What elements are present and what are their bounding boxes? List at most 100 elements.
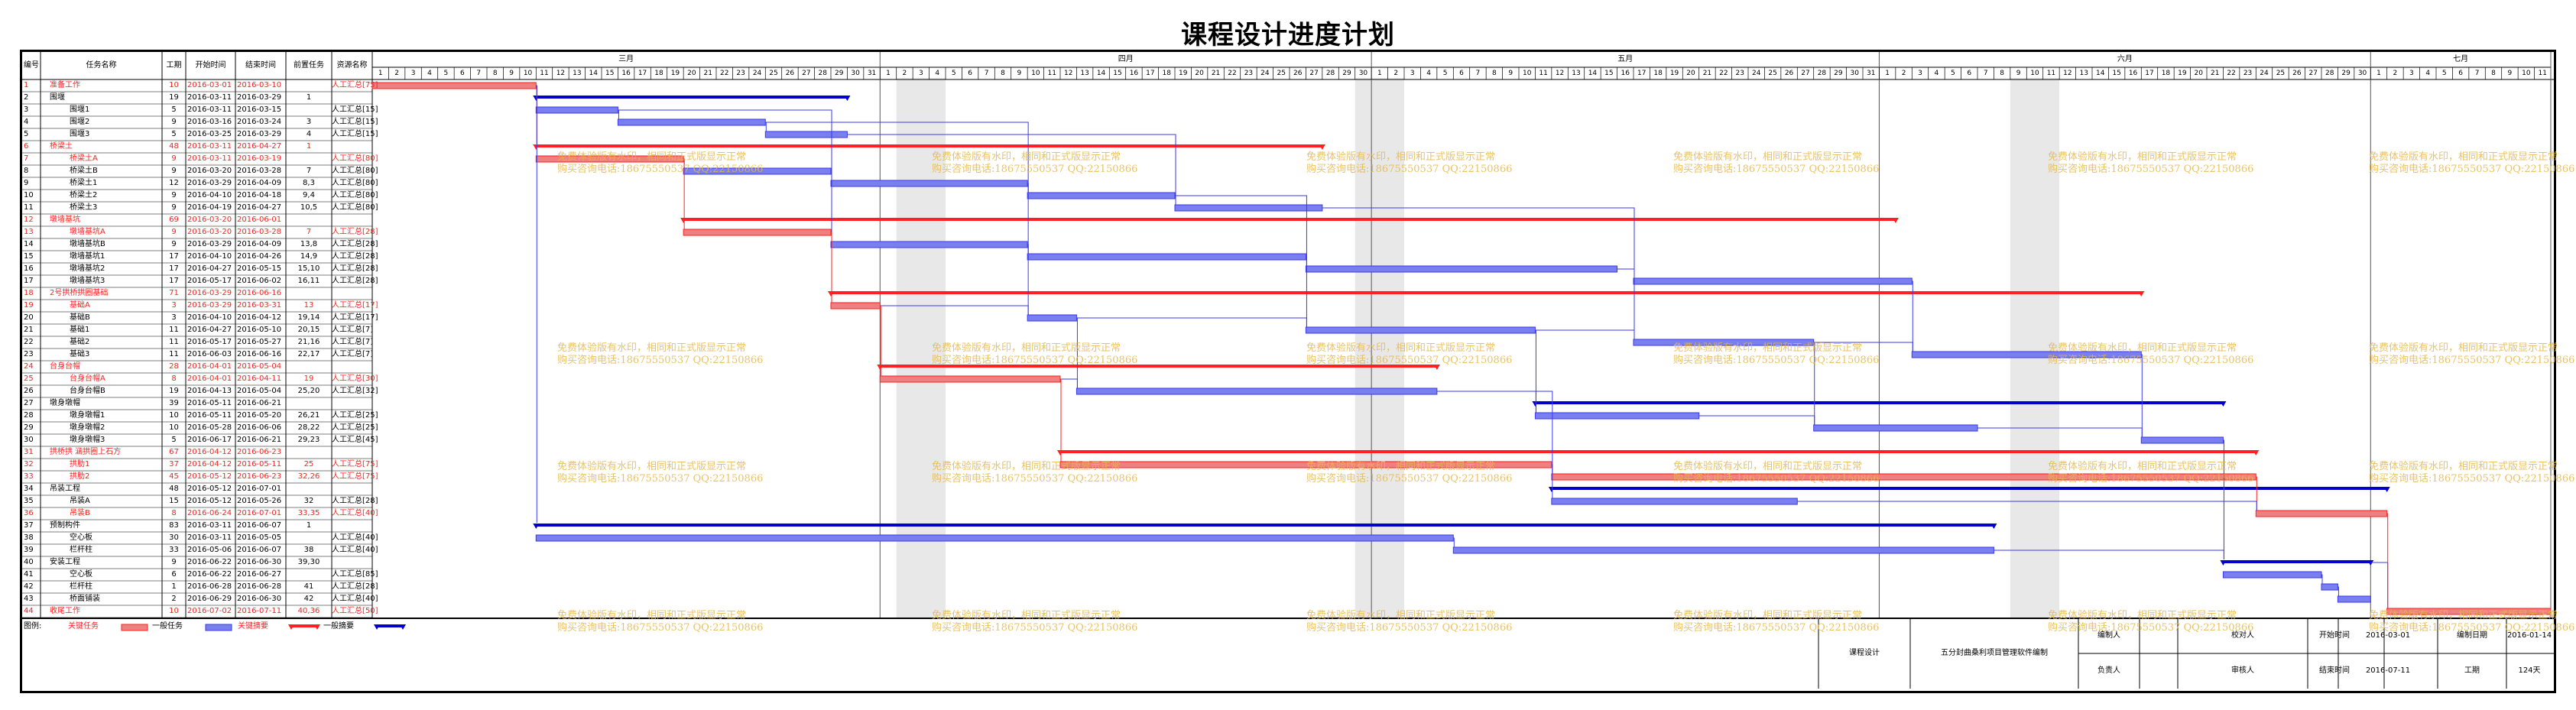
day-number: 20: [1686, 70, 1695, 77]
day-number: 9: [1508, 70, 1513, 77]
day-number: 30: [1850, 70, 1859, 77]
owner-label: 负责人: [2097, 666, 2120, 675]
table-cell-res: 人工汇总[28]: [332, 497, 378, 505]
day-number: 1: [886, 70, 891, 77]
gantt-bar-36: [2255, 510, 2388, 517]
table-cell-dur: 10: [169, 81, 179, 89]
table-cell-res: [332, 287, 372, 300]
table-cell-start: 2016-04-27: [187, 264, 232, 273]
legend-swatch: [121, 624, 148, 631]
table-cell-start: 2016-03-11: [187, 142, 232, 151]
table-cell-id: 35: [24, 497, 34, 505]
gantt-bar-38: [535, 534, 1454, 542]
day-number: 14: [589, 70, 598, 77]
summary-bar-18: [831, 291, 2142, 294]
gantt-bar-5: [764, 131, 848, 138]
table-cell-dur: 67: [169, 448, 179, 456]
table-cell-dur: 17: [169, 252, 179, 261]
watermark: 免费体验版有水印，相同和正式版显示正常购买咨询电话:18675550537 QQ…: [557, 610, 763, 634]
legend-swatch-cap: [374, 624, 380, 630]
dependency-link: [1453, 537, 1455, 547]
table-cell-end: 2016-04-27: [237, 142, 282, 151]
table-cell-start: 2016-04-19: [187, 203, 232, 212]
table-cell-end: 2016-07-11: [237, 607, 282, 615]
table-cell-dur: 5: [171, 105, 177, 114]
watermark: 免费体验版有水印，相同和正式版显示正常购买咨询电话:18675550537 QQ…: [1673, 610, 1879, 634]
table-cell-start: 2016-05-12: [187, 485, 232, 493]
table-cell-end: 2016-03-15: [237, 105, 282, 114]
table-cell-res: 人工汇总[75]: [332, 81, 378, 89]
day-number: 8: [1491, 70, 1497, 77]
legend-title: 图例:: [24, 622, 42, 631]
table-cell-end: 2016-06-30: [237, 595, 282, 603]
table-cell-start: 2016-03-11: [187, 521, 232, 530]
watermark-line1: 免费体验版有水印，相同和正式版显示正常: [932, 151, 1121, 163]
legend-swatch: [377, 624, 403, 627]
summary-cap-left: [877, 365, 884, 370]
watermark-line2: 购买咨询电话:18675550537 QQ:22150866: [557, 164, 764, 175]
table-cell-pred: 26,21: [297, 411, 320, 420]
day-number: 19: [670, 70, 680, 77]
table-cell-id: 2: [24, 93, 29, 102]
day-number: 2: [394, 70, 399, 77]
table-cell-start: 2016-05-17: [187, 338, 232, 346]
table-cell-start: 2016-06-17: [187, 436, 232, 444]
table-cell-dur: 15: [169, 497, 179, 505]
table-cell-name: 台身台帽A: [70, 374, 105, 383]
table-cell-res: 人工汇总[15]: [332, 105, 378, 114]
dependency-link: [1027, 183, 1029, 254]
watermark-line2: 购买咨询电话:18675550537 QQ:22150866: [557, 622, 764, 634]
table-cell-dur: 39: [169, 399, 179, 407]
day-number: 5: [1950, 70, 1955, 77]
day-number: 14: [1096, 70, 1106, 77]
table-cell-res: 人工汇总[85]: [332, 570, 378, 579]
dependency-link: [1436, 391, 1536, 413]
watermark: 免费体验版有水印，相同和正式版显示正常购买咨询电话:18675550537 QQ…: [932, 461, 1137, 485]
watermark-line1: 免费体验版有水印，相同和正式版显示正常: [1673, 610, 1863, 621]
dependency-link: [1175, 195, 1307, 266]
table-cell-dur: 19: [169, 387, 179, 395]
table-cell-end: 2016-06-21: [237, 436, 282, 444]
table-cell-pred: [286, 361, 332, 373]
watermark-line2: 购买咨询电话:18675550537 QQ:22150866: [1306, 622, 1513, 634]
table-cell-id: 18: [24, 289, 34, 297]
day-number: 22: [1719, 70, 1728, 77]
gantt-bar-28: [1534, 412, 1700, 420]
table-cell-id: 41: [24, 570, 34, 579]
table-cell-id: 23: [24, 350, 34, 358]
dependency-link: [618, 109, 832, 180]
summary-cap-right: [2253, 450, 2260, 456]
day-number: 26: [1293, 70, 1303, 77]
table-cell-id: 39: [24, 546, 34, 554]
table-cell-start: 2016-06-29: [187, 595, 232, 603]
table-cell-id: 25: [24, 374, 34, 383]
column-header: 前置任务: [294, 61, 324, 70]
weekend-shade: [1355, 78, 1404, 618]
watermark-line1: 免费体验版有水印，相同和正式版显示正常: [2048, 461, 2237, 472]
watermark-line2: 购买咨询电话:18675550537 QQ:22150866: [2369, 355, 2575, 366]
table-cell-pred: [286, 153, 332, 165]
table-cell-end: 2016-04-18: [237, 191, 282, 199]
course-label: 课程设计: [1849, 649, 1880, 657]
start-value: 2016-03-01: [2365, 631, 2411, 640]
table-cell-end: 2016-03-29: [237, 93, 282, 102]
table-cell-dur: 11: [169, 350, 179, 358]
dependency-link: [1912, 280, 1913, 352]
gantt-bar-21: [1305, 326, 1536, 334]
table-cell-pred: [286, 397, 332, 410]
table-cell-pred: 33,35: [297, 509, 320, 517]
table-cell-id: 43: [24, 595, 34, 603]
table-cell-pred: [286, 532, 332, 544]
column-header: 编号: [24, 61, 39, 70]
dependency-link: [1060, 378, 1078, 388]
watermark: 免费体验版有水印，相同和正式版显示正常购买咨询电话:18675550537 QQ…: [1306, 342, 1512, 367]
gantt-bar-19: [830, 302, 881, 310]
table-cell-res: 人工汇总[75]: [332, 460, 378, 468]
table-cell-name: 墩墙基坑2: [70, 264, 105, 273]
day-number: 14: [1588, 70, 1598, 77]
table-cell-res: 人工汇总[80]: [332, 191, 378, 199]
day-number: 6: [968, 70, 972, 77]
day-number: 29: [1834, 70, 1843, 77]
day-number: 7: [476, 70, 482, 77]
